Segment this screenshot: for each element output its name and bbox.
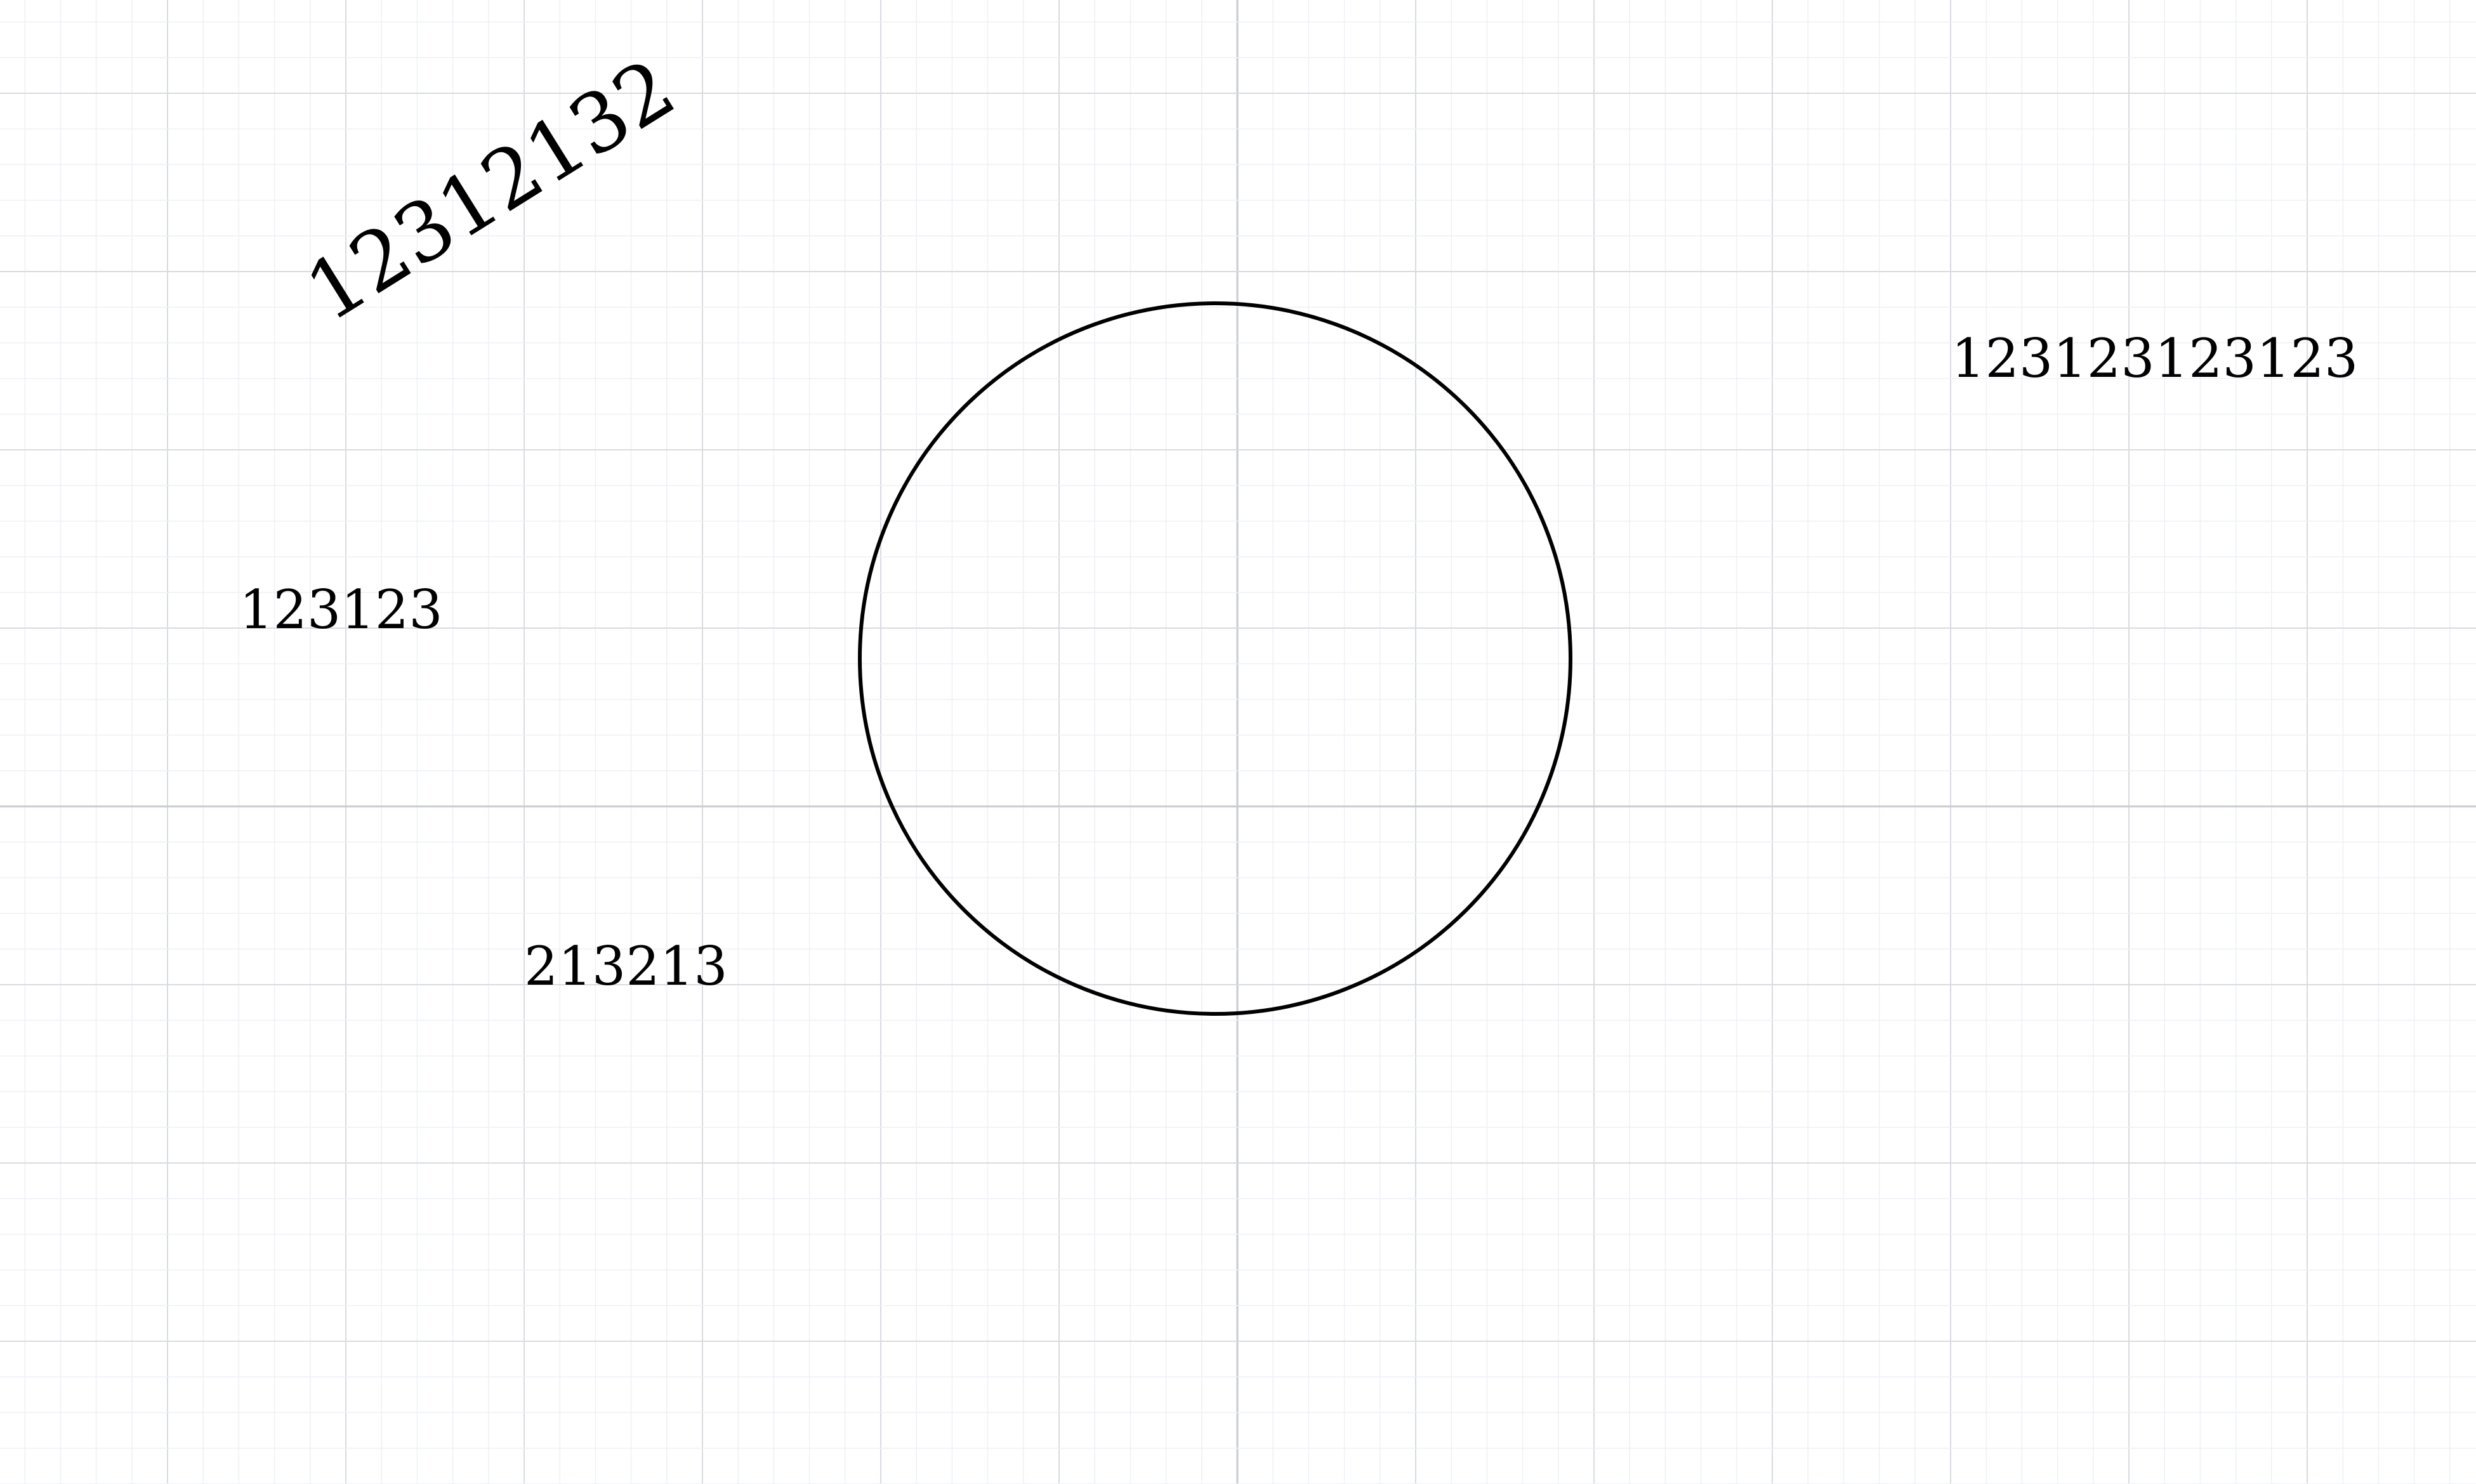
circle-shape[interactable] — [858, 301, 1572, 1016]
lower-number-text[interactable]: 213213 — [524, 935, 728, 997]
left-number-text[interactable]: 123123 — [239, 579, 443, 641]
right-number-text[interactable]: 123123123123 — [1951, 327, 2358, 390]
